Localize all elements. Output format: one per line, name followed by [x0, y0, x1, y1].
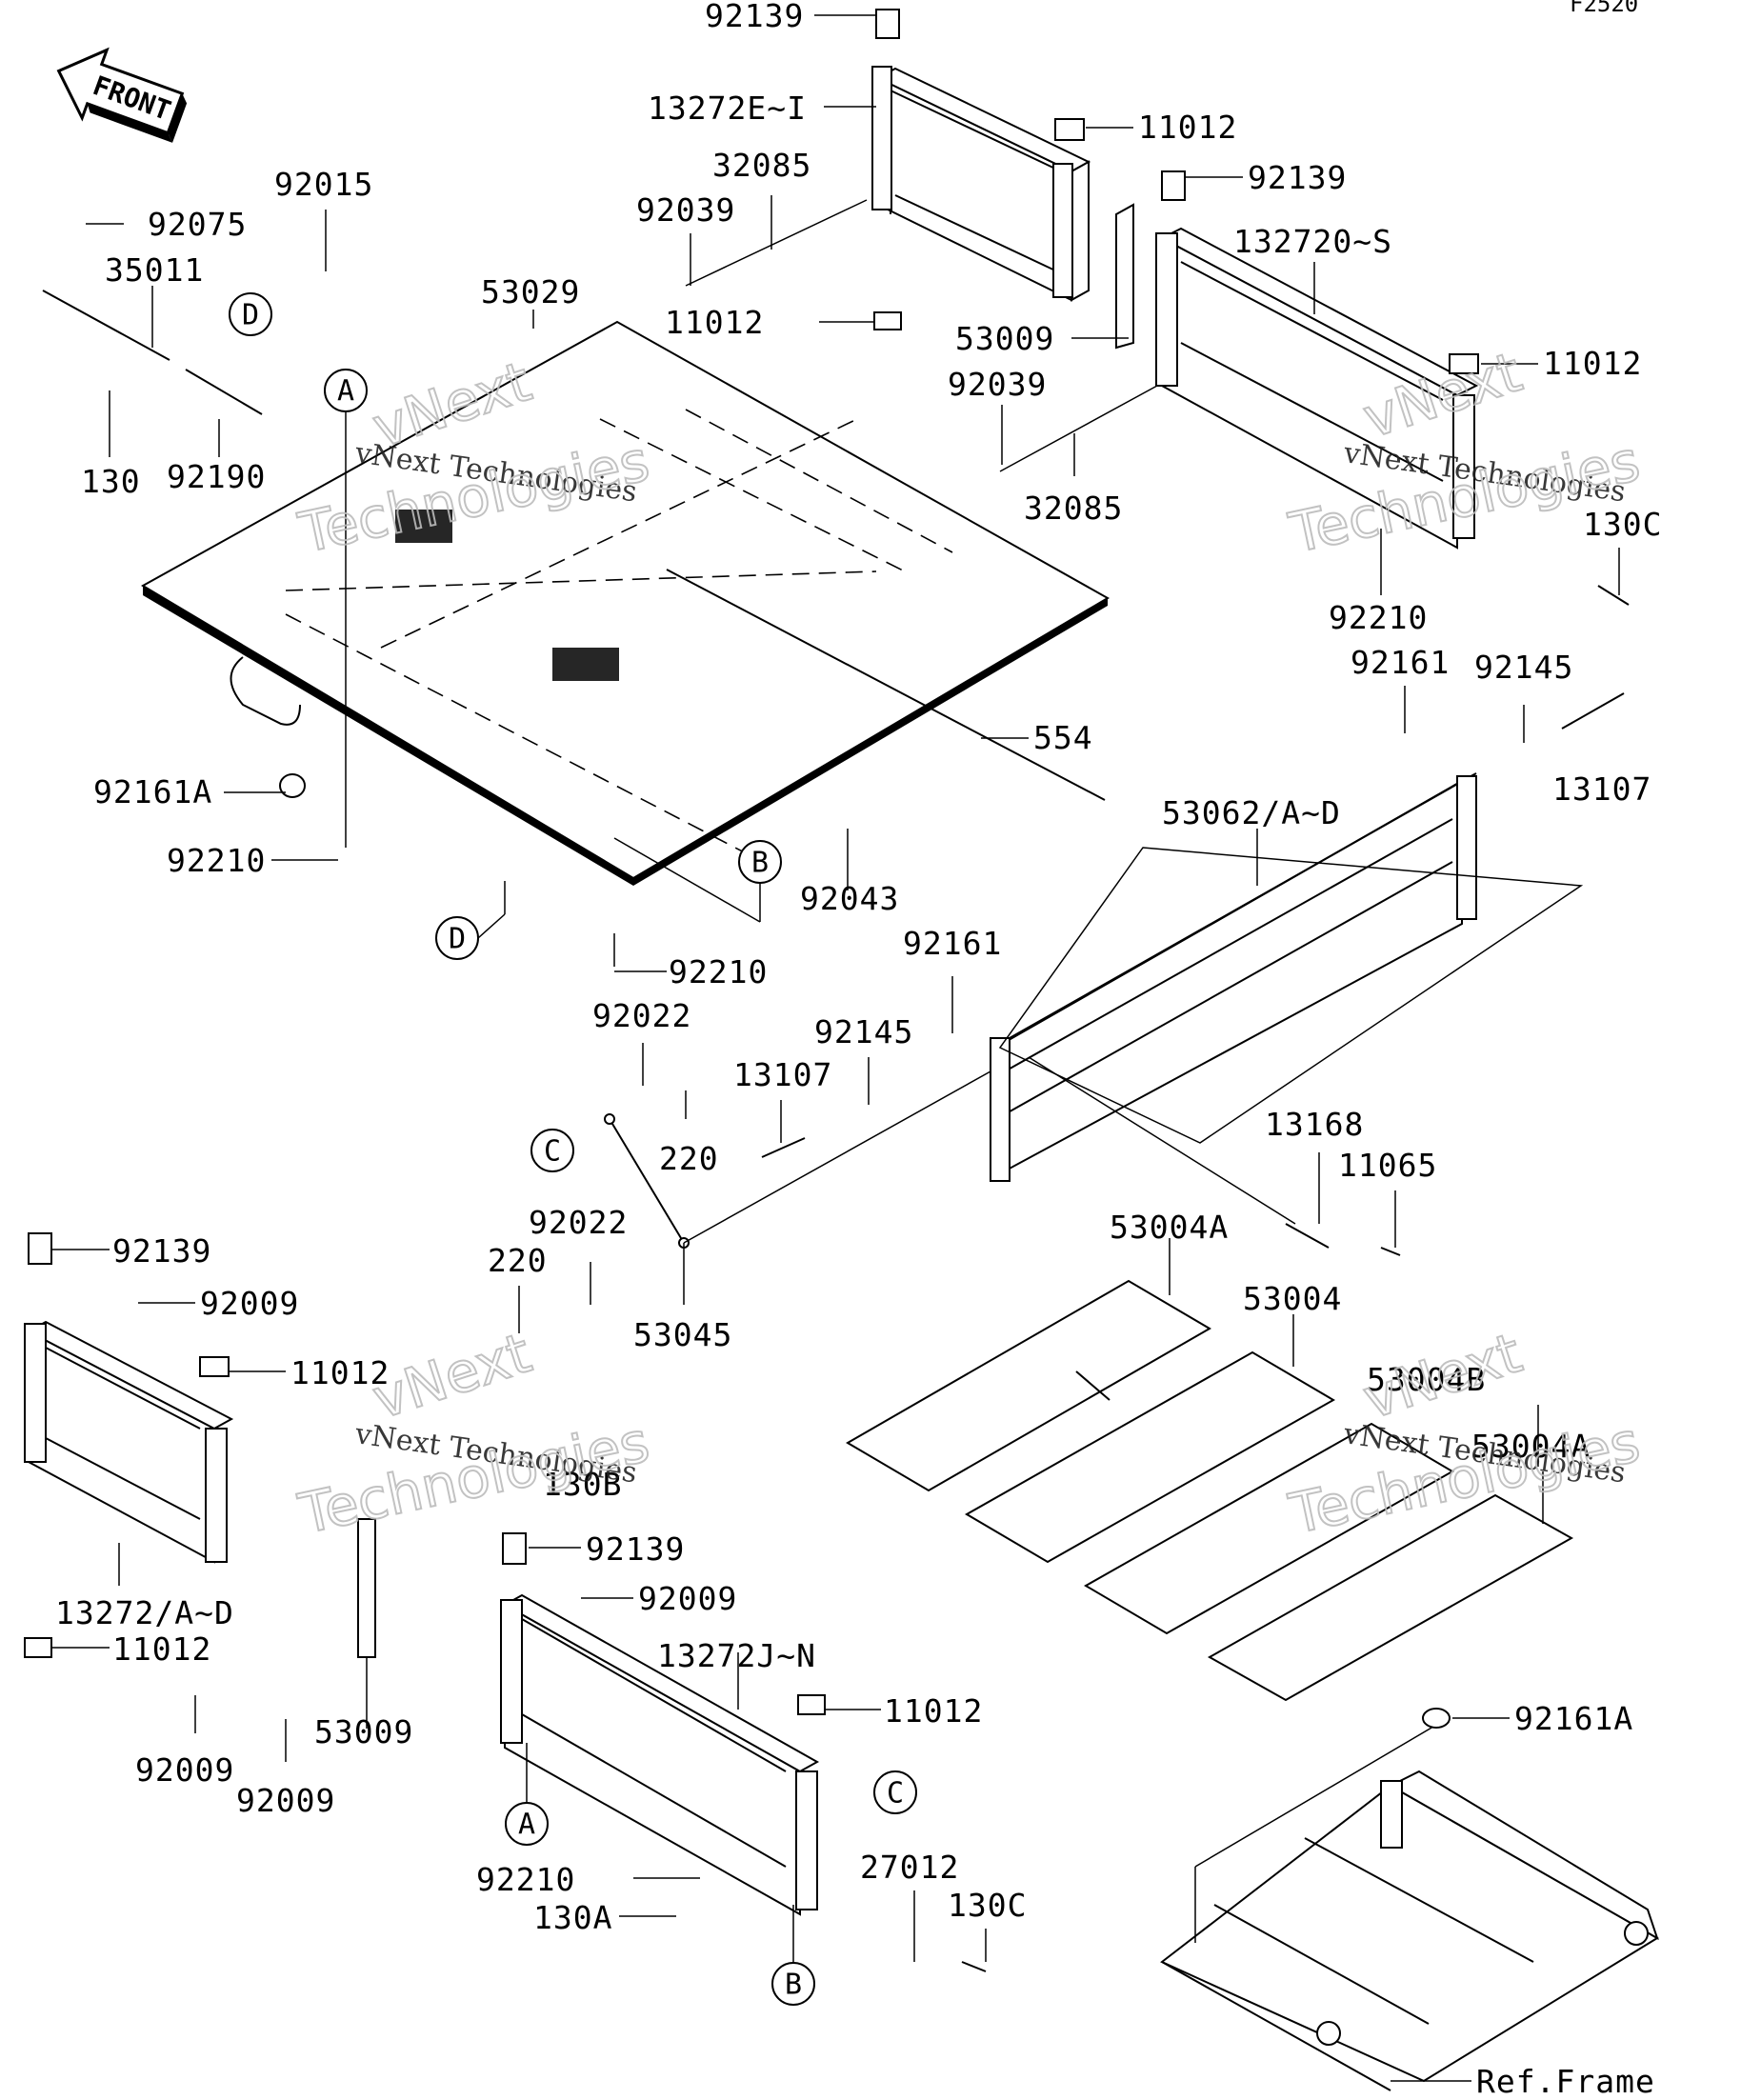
svg-text:A: A	[518, 1809, 535, 1842]
part-11012-b: 11012	[665, 304, 764, 341]
part-92161A-b: 92161A	[1514, 1700, 1633, 1737]
ref-frame-label: Ref.Frame	[1476, 2063, 1655, 2100]
part-92009-a: 92009	[200, 1285, 299, 1322]
part-92210-c: 92210	[669, 953, 768, 990]
part-92161A-a: 92161A	[93, 773, 212, 810]
svg-text:D: D	[449, 923, 466, 956]
svg-text:A: A	[337, 375, 354, 409]
part-32085-a: 32085	[712, 147, 811, 184]
cargo-bed	[140, 320, 1111, 886]
part-53062-A-D: 53062/A~D	[1162, 794, 1341, 831]
svg-text:D: D	[242, 299, 259, 332]
part-11012-a: 11012	[1138, 109, 1237, 146]
part-92009-b: 92009	[135, 1751, 234, 1789]
callout-b-upper: B	[613, 837, 782, 923]
part-220-a: 220	[659, 1140, 719, 1177]
part-92145-a: 92145	[1474, 649, 1573, 686]
part-11012-c: 11012	[1543, 345, 1642, 382]
callout-d-lower: D	[435, 881, 506, 960]
part-11012-d: 11012	[290, 1354, 390, 1391]
part-554: 554	[1033, 719, 1093, 756]
frame	[1160, 1723, 1659, 2091]
watermark-brand-3: vNext	[365, 1320, 538, 1431]
part-53009-b: 53009	[314, 1713, 413, 1750]
part-53045: 53045	[633, 1316, 732, 1353]
part-92145-b: 92145	[814, 1013, 913, 1050]
part-92210-b: 92210	[167, 842, 266, 879]
part-92190: 92190	[167, 458, 266, 495]
callout-c-right: C	[873, 1770, 917, 1814]
callout-b-lower: B	[771, 1905, 815, 2006]
tailgate	[990, 772, 1584, 1182]
part-13272E-I: 13272E~I	[648, 90, 807, 127]
part-11012-f: 11012	[884, 1692, 983, 1730]
part-92022-a: 92022	[592, 997, 691, 1034]
watermark-tech-3: Technologies	[293, 1410, 655, 1547]
part-130B: 130B	[543, 1466, 622, 1503]
svg-text:C: C	[544, 1135, 561, 1169]
part-53004A-a: 53004A	[1110, 1209, 1229, 1246]
bed-mats	[846, 1279, 1574, 1702]
part-32085-b: 32085	[1024, 490, 1123, 527]
part-labels: 92139 13272E~I 11012 32085 92039 11012 9…	[52, 0, 1662, 2100]
part-92161-a: 92161	[1351, 644, 1450, 681]
stay-rod	[604, 1070, 991, 1249]
part-92210-a: 92210	[1329, 599, 1428, 636]
part-53004A-b: 53004A	[1471, 1428, 1591, 1465]
part-53004: 53004	[1243, 1280, 1342, 1317]
part-92161-b: 92161	[903, 925, 1002, 962]
part-92139-c: 92139	[112, 1232, 211, 1270]
part-92015: 92015	[274, 166, 373, 203]
part-130C-b: 130C	[948, 1887, 1027, 1924]
side-gate-lower-left	[24, 1320, 376, 1658]
part-92009-c: 92009	[236, 1782, 335, 1819]
callout-c-left: C	[530, 1129, 574, 1172]
part-92139-b: 92139	[1248, 159, 1347, 196]
part-130A: 130A	[533, 1899, 612, 1936]
part-53029: 53029	[481, 273, 580, 310]
part-13107-a: 13107	[1552, 770, 1651, 808]
part-53009-a: 53009	[955, 320, 1054, 357]
callout-a-upper: A	[324, 369, 368, 848]
front-arrow-icon: FRONT	[56, 47, 188, 143]
part-92139-d: 92139	[586, 1530, 685, 1568]
part-27012: 27012	[860, 1849, 959, 1886]
part-132720-S: 132720~S	[1233, 223, 1392, 260]
part-35011: 35011	[105, 251, 204, 289]
part-92043: 92043	[800, 880, 899, 917]
callout-d-upper: D	[229, 292, 272, 336]
svg-text:B: B	[751, 847, 769, 880]
callout-a-lower: A	[505, 1743, 549, 1846]
diagram-code: F2520	[1570, 0, 1638, 17]
svg-text:B: B	[785, 1969, 802, 2002]
part-92022-b: 92022	[529, 1204, 628, 1241]
part-53004B: 53004B	[1367, 1361, 1486, 1398]
svg-text:C: C	[887, 1777, 904, 1810]
part-92009-d: 92009	[638, 1580, 737, 1617]
part-130: 130	[81, 463, 141, 500]
hardware	[24, 9, 1630, 1972]
part-92075: 92075	[148, 206, 247, 243]
part-13168: 13168	[1265, 1106, 1364, 1143]
side-gate-upper-right	[1115, 203, 1479, 550]
watermark-brand-4: vNext	[1355, 1320, 1529, 1431]
part-13272-A-D: 13272/A~D	[55, 1594, 234, 1631]
part-220-b: 220	[488, 1242, 548, 1279]
part-92039-a: 92039	[636, 191, 735, 229]
part-11012-e: 11012	[112, 1630, 211, 1668]
callouts: A A B B C C D	[229, 292, 917, 2006]
part-92139-a: 92139	[705, 0, 804, 34]
part-92039-b: 92039	[948, 366, 1047, 403]
part-130C-a: 130C	[1583, 506, 1662, 543]
part-92210-d: 92210	[476, 1861, 575, 1898]
part-13272J-N: 13272J~N	[657, 1637, 816, 1674]
part-11065: 11065	[1338, 1147, 1437, 1184]
side-gate-upper-left	[871, 66, 1091, 302]
part-13107-b: 13107	[733, 1056, 832, 1093]
side-gate-lower-right	[500, 1593, 820, 1916]
